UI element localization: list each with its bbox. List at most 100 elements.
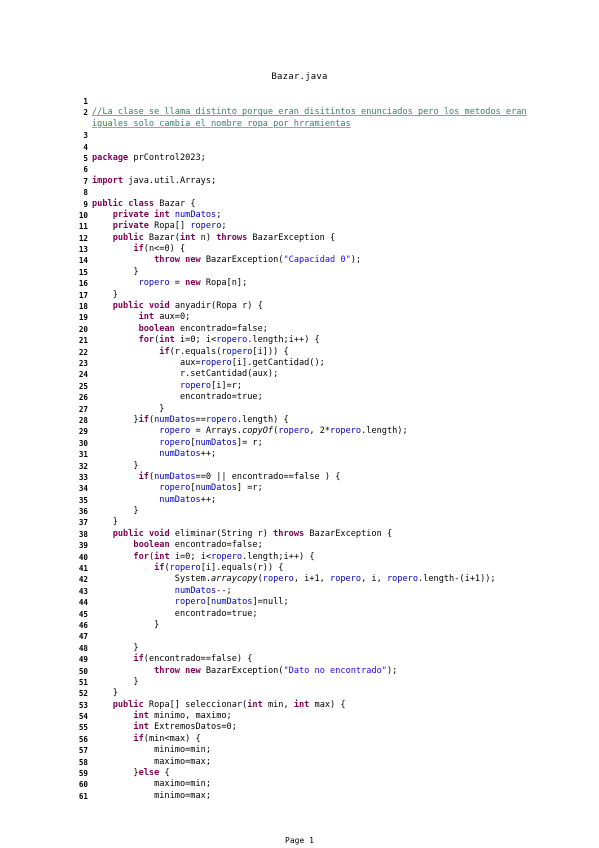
code-line: 21 for(int i=0; i<ropero.length;i++) {: [70, 335, 570, 346]
line-number: 12: [78, 233, 88, 243]
line-text: numDatos++;: [159, 494, 217, 505]
line-text: for(int i=0; i<ropero.length;i++) {: [133, 551, 315, 562]
line-number: 18: [78, 302, 88, 312]
line-text: maximo=min;: [92, 779, 211, 790]
line-text: private int numDatos;: [112, 209, 222, 220]
line-number: 35: [78, 495, 88, 505]
code-line: 49 if(encontrado==false) {: [70, 654, 570, 665]
line-number: 13: [78, 245, 88, 255]
line-number: 3: [83, 131, 88, 141]
line-number: 34: [78, 484, 88, 494]
line-text: minimo=min;: [92, 745, 211, 756]
code-line: 31 numDatos++;: [70, 449, 570, 460]
code-line: 60 maximo=min;: [70, 779, 570, 790]
line-number: 47: [78, 632, 88, 642]
code-line: 22 if(r.equals(ropero[i])) {: [70, 347, 570, 358]
line-text: encontrado=true;: [92, 392, 263, 403]
line-text: encontrado=true;: [92, 608, 258, 619]
line-number: 36: [78, 507, 88, 517]
line-text: if(n<=0) {: [133, 244, 186, 255]
code-line: 61 minimo=max;: [70, 791, 570, 802]
code-line: 2//La clase se llama distinto porque era…: [70, 107, 570, 118]
code-line: 3: [70, 130, 570, 141]
line-number: 42: [78, 575, 88, 585]
line-number: 61: [78, 791, 88, 801]
line-text: int aux=0;: [138, 312, 191, 323]
code-line: 42 System.arraycopy(ropero, i+1, ropero,…: [70, 574, 570, 585]
line-text: if(encontrado==false) {: [133, 654, 253, 665]
code-line: 47: [70, 631, 570, 642]
line-text: }: [92, 506, 139, 517]
code-line: 43 numDatos--;: [70, 586, 570, 597]
code-line: 46 }: [70, 620, 570, 631]
code-line: 44 ropero[numDatos]=null;: [70, 597, 570, 608]
line-text: private Ropa[] ropero;: [112, 221, 227, 232]
line-text: ropero = Arrays.copyOf(ropero, 2*ropero.…: [159, 426, 408, 437]
code-line: 53 public Ropa[] seleccionar(int min, in…: [70, 700, 570, 711]
line-number: 41: [78, 564, 88, 574]
code-line: 25 ropero[i]=r;: [70, 381, 570, 392]
code-line: 30 ropero[numDatos]= r;: [70, 438, 570, 449]
line-number: 7: [83, 176, 88, 186]
line-text: if(min<max) {: [133, 733, 201, 744]
line-number: 57: [78, 746, 88, 756]
code-line: 48 }: [70, 643, 570, 654]
line-number: 1: [83, 97, 88, 106]
line-text: maximo=max;: [92, 756, 211, 767]
line-text: }else {: [92, 768, 170, 779]
line-text: if(ropero[i].equals(r)) {: [154, 563, 284, 574]
line-text: public Ropa[] seleccionar(int min, int m…: [112, 699, 346, 710]
line-text: int minimo, maximo;: [133, 711, 232, 722]
code-line: 19 int aux=0;: [70, 312, 570, 323]
line-number: 58: [78, 757, 88, 767]
line-number: 11: [78, 222, 88, 232]
line-number: 5: [83, 153, 88, 163]
code-line: 36 }: [70, 506, 570, 517]
line-number: 45: [78, 609, 88, 619]
line-number: 15: [78, 267, 88, 277]
code-line: 59 }else {: [70, 768, 570, 779]
line-number: 16: [78, 279, 88, 289]
line-number: 6: [83, 165, 88, 175]
code-line: 23 aux=ropero[i].getCantidad();: [70, 358, 570, 369]
line-number: 53: [78, 700, 88, 710]
code-line: iguales solo cambia el nombre ropa por h…: [70, 119, 570, 130]
code-line: 26 encontrado=true;: [70, 392, 570, 403]
code-line: 51 }: [70, 677, 570, 688]
line-number: 54: [78, 712, 88, 722]
code-line: 16 ropero = new Ropa[n];: [70, 278, 570, 289]
line-text: boolean encontrado=false;: [133, 540, 263, 551]
line-text: }: [92, 266, 139, 277]
code-line: 58 maximo=max;: [70, 757, 570, 768]
line-text: numDatos++;: [159, 449, 217, 460]
code-line: 35 numDatos++;: [70, 495, 570, 506]
code-line: 24 r.setCantidad(aux);: [70, 369, 570, 380]
line-number: 46: [78, 620, 88, 630]
code-line: 38 public void eliminar(String r) throws…: [70, 529, 570, 540]
line-text: public void anyadir(Ropa r) {: [112, 301, 263, 312]
line-text: if(numDatos==0 || encontrado==false ) {: [138, 471, 341, 482]
line-text: ropero[numDatos] =r;: [159, 483, 263, 494]
line-text: boolean encontrado=false;: [138, 323, 268, 334]
line-text: aux=ropero[i].getCantidad();: [92, 357, 325, 368]
line-number: 17: [78, 290, 88, 300]
line-number: 4: [83, 142, 88, 152]
code-line: 33 if(numDatos==0 || encontrado==false )…: [70, 472, 570, 483]
code-line: 52 }: [70, 688, 570, 699]
code-line: 45 encontrado=true;: [70, 609, 570, 620]
line-number: 43: [78, 586, 88, 596]
code-line: 32 }: [70, 461, 570, 472]
code-line: 15 }: [70, 267, 570, 278]
code-line: 8: [70, 187, 570, 198]
line-text: }: [92, 676, 139, 687]
line-number: 9: [83, 199, 88, 209]
code-line: 11 private Ropa[] ropero;: [70, 221, 570, 232]
line-number: 8: [83, 188, 88, 198]
line-number: 28: [78, 415, 88, 425]
code-line: 29 ropero = Arrays.copyOf(ropero, 2*rope…: [70, 426, 570, 437]
line-number: 55: [78, 723, 88, 733]
code-line: 55 int ExtremosDatos=0;: [70, 722, 570, 733]
